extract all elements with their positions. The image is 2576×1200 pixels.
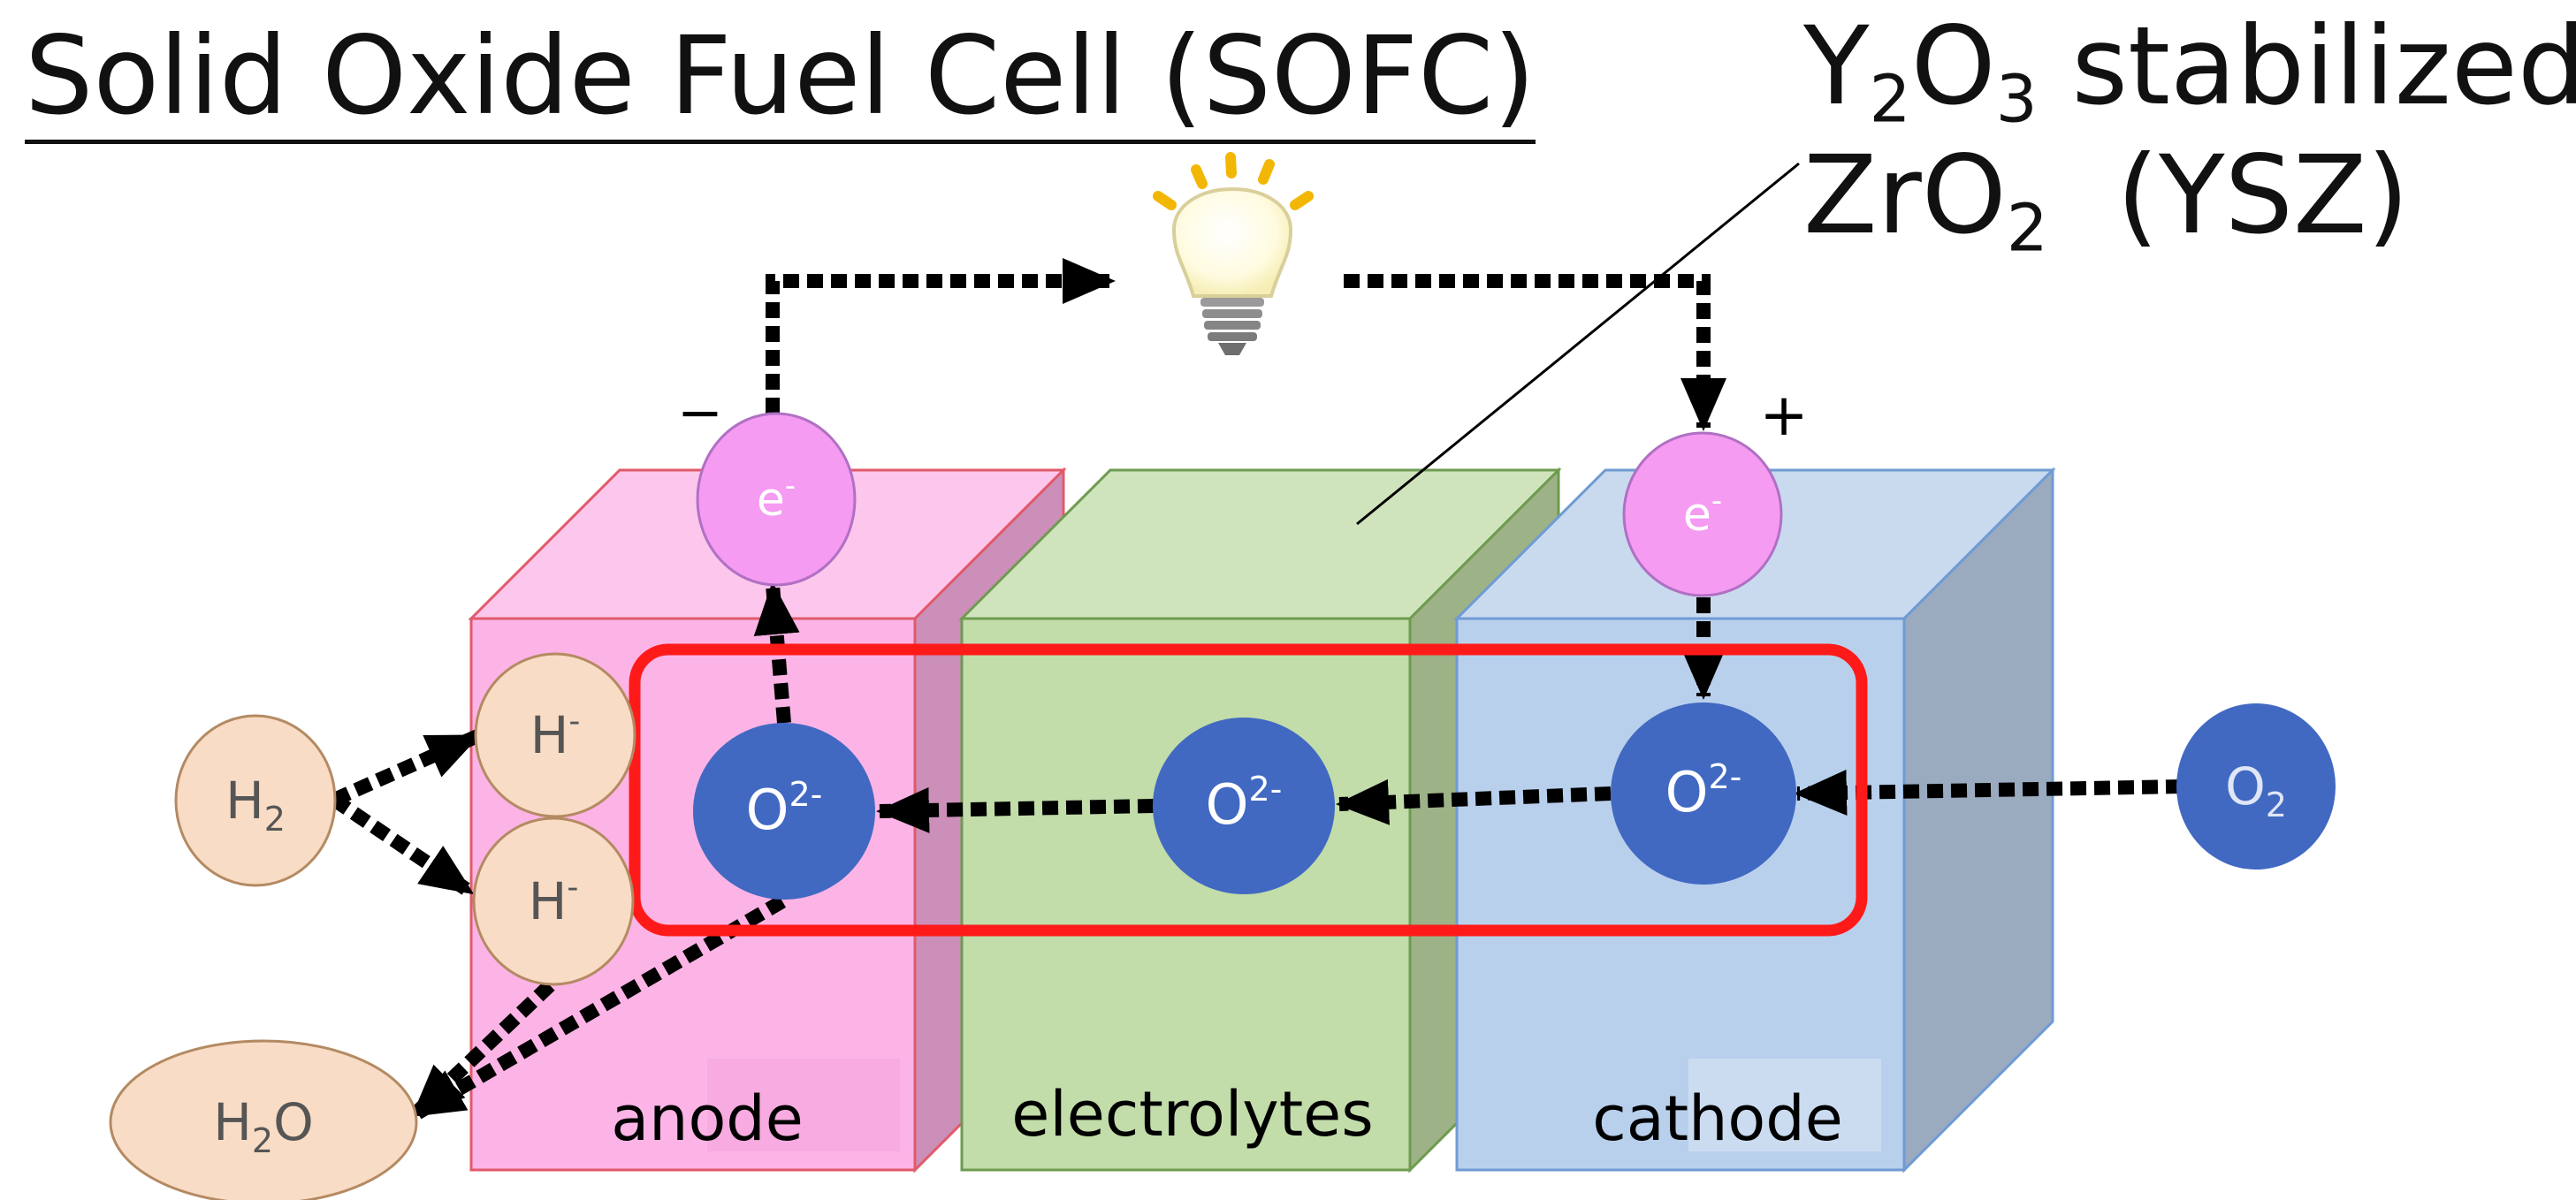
anode-label: anode (611, 1082, 804, 1155)
anode-electron-label: e- (757, 468, 796, 527)
ion-conduction-highlight-box (629, 643, 1868, 937)
cathode-electron-label: e- (1683, 483, 1722, 542)
lower-hydride-circle (472, 816, 635, 986)
external-circuit-arrow-to-bulb (766, 258, 1116, 414)
anode-electron-circle (696, 412, 857, 587)
hydride-to-water-arrow (408, 980, 555, 1120)
hydrogen-molecule: H2 (174, 714, 337, 887)
anode-oxide-ion: O2- (693, 723, 875, 900)
water-label: H2O (213, 1092, 313, 1160)
light-bulb-icon (1153, 152, 1314, 355)
electrolyte-oxide-ion: O2- (1153, 718, 1335, 894)
ysz-abbreviation: (YSZ) (2116, 133, 2410, 258)
ysz-leader-line (1356, 162, 1800, 526)
o-symbol: O (1910, 4, 1996, 129)
anode-oxide-circle (693, 723, 875, 900)
upper-hydride: H- (474, 652, 636, 818)
cathode-electron-circle (1622, 431, 1783, 597)
hydrogen-circle (174, 714, 337, 887)
anode-oxide-label: O2- (746, 775, 823, 842)
zro-subscript: 2 (2006, 190, 2048, 267)
stabilized-word: stabilized (2071, 4, 2576, 129)
negative-terminal-sign: − (677, 380, 723, 444)
electrolyte-material-label-line2: ZrO2 (YSZ) (1803, 141, 2409, 262)
electrolyte-oxide-circle (1153, 718, 1335, 894)
cathode-oxide-to-electrolyte-oxide-arrow (1336, 778, 1612, 825)
positive-terminal-sign: + (1759, 381, 1808, 449)
zro-symbol: ZrO (1803, 133, 2007, 258)
hydrogen-to-upper-hydride-arrow (331, 729, 481, 807)
lower-hydride-label: H- (529, 870, 579, 931)
oxygen-molecule: O2 (2176, 703, 2336, 870)
cathode-electron: e- (1622, 431, 1783, 597)
upper-hydride-circle (474, 652, 636, 818)
water-molecule: H2O (109, 1039, 418, 1200)
hydrogen-to-lower-hydride-arrow (330, 794, 476, 899)
lower-hydride: H- (472, 816, 635, 986)
cathode-oxide-label: O2- (1665, 757, 1742, 824)
o-subscript: 3 (1995, 61, 2038, 138)
page-title: Solid Oxide Fuel Cell (SOFC) (25, 14, 1536, 145)
electrolyte-block (958, 467, 1562, 1173)
hydrogen-label: H2 (225, 771, 286, 839)
electrolyte-oxide-label: O2- (1206, 770, 1283, 837)
external-circuit-arrow-from-bulb (1344, 274, 1726, 431)
oxygen-circle (2176, 703, 2336, 870)
electrolyte-front-face (960, 617, 1412, 1172)
oxygen-label: O2 (2225, 756, 2287, 824)
electrolyte-oxide-to-anode-oxide-arrow (876, 786, 1155, 833)
cathode-label: cathode (1592, 1082, 1843, 1155)
anode-electron: e- (696, 412, 857, 587)
electrolyte-label: electrolytes (1011, 1078, 1373, 1151)
cathode-oxide-circle (1611, 703, 1796, 885)
anode-label-backdrop (707, 1059, 900, 1151)
y-subscript: 2 (1869, 61, 1911, 138)
water-ellipse (109, 1039, 418, 1200)
electrolyte-material-label-line1: Y2O3 stabilized (1803, 12, 2576, 133)
upper-hydride-label: H- (530, 703, 581, 765)
cathode-oxide-ion: O2- (1611, 703, 1796, 885)
y-symbol: Y (1803, 4, 1870, 129)
cathode-label-backdrop (1688, 1059, 1881, 1151)
